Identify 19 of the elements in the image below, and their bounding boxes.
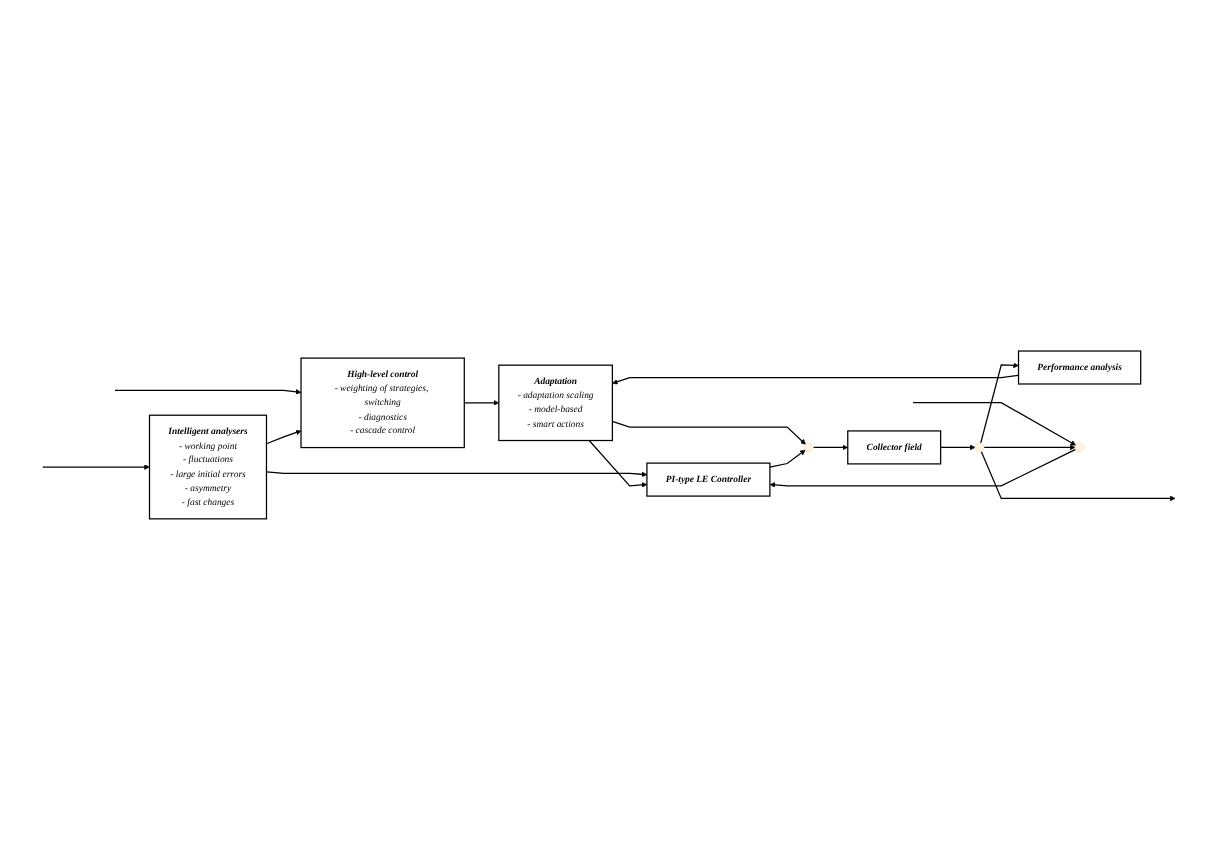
summing-junction bbox=[974, 441, 985, 452]
arrow bbox=[611, 419, 806, 444]
summing-junction bbox=[1074, 441, 1085, 452]
arrow bbox=[588, 438, 648, 487]
arrow bbox=[812, 443, 848, 450]
arrow bbox=[114, 388, 302, 394]
arrow bbox=[980, 449, 1176, 501]
arrow bbox=[42, 463, 150, 469]
summing-junction bbox=[804, 441, 814, 452]
arrow bbox=[265, 428, 302, 444]
arrow bbox=[980, 361, 1019, 443]
arrow bbox=[983, 443, 1076, 450]
arrow bbox=[940, 443, 976, 450]
arrow bbox=[265, 470, 648, 477]
arrow bbox=[612, 373, 1020, 384]
arrow bbox=[769, 448, 806, 467]
arrow bbox=[912, 401, 1077, 445]
arrow bbox=[463, 399, 500, 405]
arrow bbox=[769, 447, 1077, 487]
